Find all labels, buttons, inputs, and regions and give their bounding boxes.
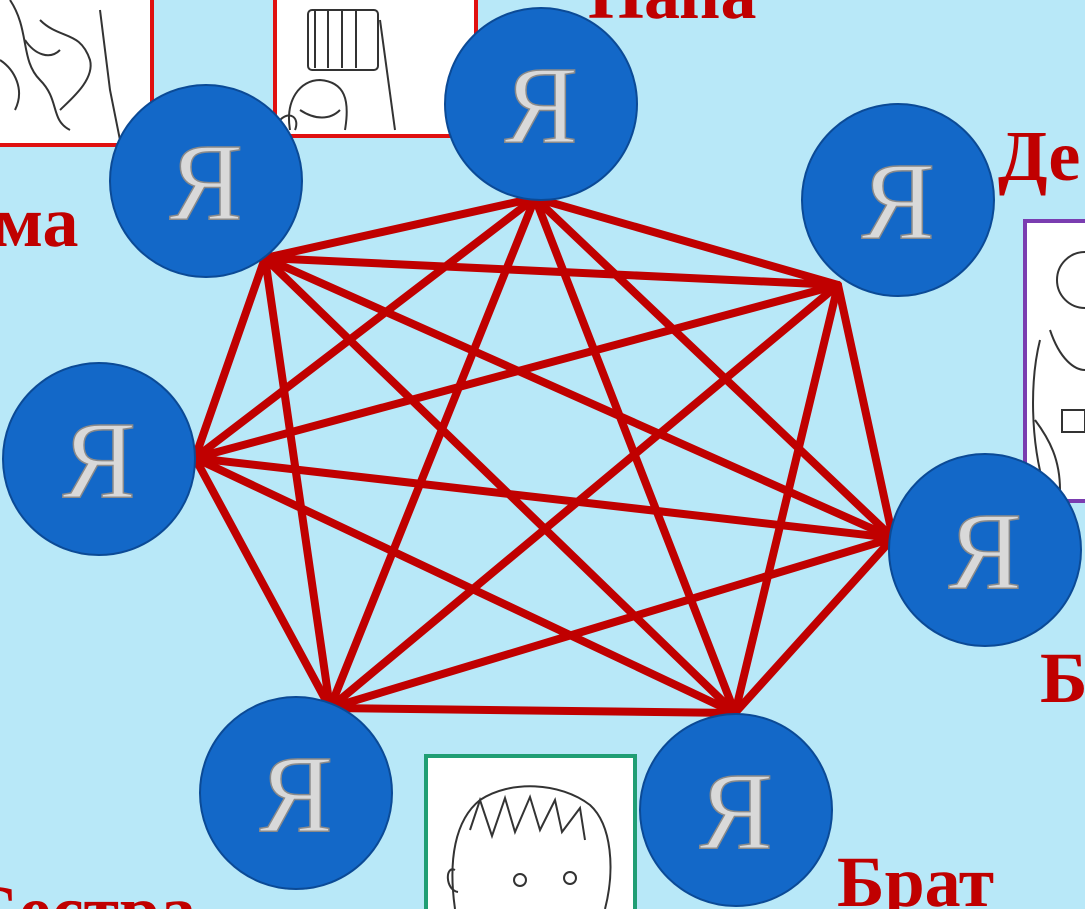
edges-group (195, 198, 893, 713)
node-label: Я (62, 399, 135, 521)
node-label: Я (504, 44, 577, 166)
babushka-label: Б (1040, 638, 1085, 718)
node-babushka: Я (889, 454, 1081, 646)
mama-label: ма (0, 182, 79, 262)
node-brat: Я (640, 714, 832, 906)
edge-dedushka-self-left (195, 285, 838, 458)
node-dedushka: Я (802, 104, 994, 296)
edge-dedushka-babushka (838, 285, 893, 538)
node-mama: Я (110, 85, 302, 277)
brat-picture-frame (426, 756, 635, 909)
sestra-label: Сестра (0, 871, 196, 909)
node-label: Я (699, 750, 772, 872)
node-label: Я (948, 490, 1021, 612)
node-label: Я (169, 121, 242, 243)
node-label: Я (861, 140, 934, 262)
node-sestra: Я (200, 697, 392, 889)
node-papa: Я (445, 8, 637, 200)
brat-label: Брат (837, 842, 994, 909)
node-label: Я (259, 733, 332, 855)
dedushka-label: Де (998, 116, 1080, 196)
papa-label: Папа (588, 0, 757, 34)
dedushka-picture-frame (1025, 221, 1085, 501)
node-self-left: Я (3, 363, 195, 555)
edge-brat-sestra (330, 708, 735, 713)
edge-dedushka-brat (735, 285, 838, 713)
